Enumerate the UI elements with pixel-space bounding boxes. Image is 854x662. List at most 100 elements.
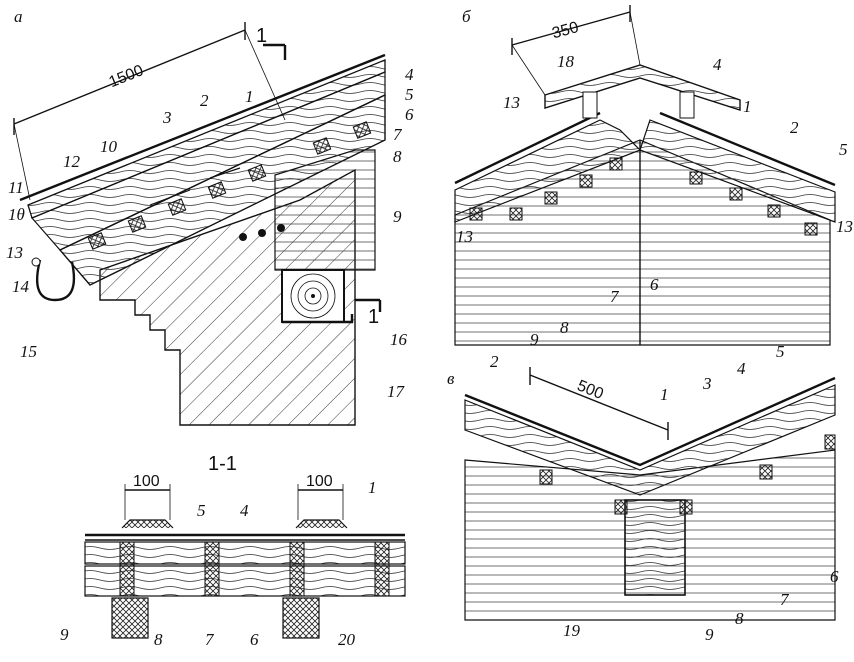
svg-text:5: 5 [776, 342, 785, 361]
section-battens [119, 541, 390, 597]
dimension-100-right: 100 [297, 473, 344, 520]
svg-text:100: 100 [133, 473, 160, 490]
svg-text:9: 9 [705, 625, 714, 644]
rafter-board [84, 565, 406, 597]
svg-text:15: 15 [20, 342, 37, 361]
svg-text:7: 7 [780, 590, 790, 609]
section-cut-bottom: 1 [355, 298, 382, 328]
svg-text:4: 4 [713, 55, 722, 74]
airflow-arrow [149, 189, 191, 206]
svg-text:5: 5 [405, 85, 414, 104]
svg-text:1: 1 [660, 385, 669, 404]
svg-text:1θ: 1θ [8, 205, 25, 224]
fastener-dot [277, 224, 285, 232]
gutter [35, 259, 76, 302]
ridge-post-left [582, 91, 598, 119]
panel-a-callouts: 1 2 3 4 5 6 7 8 9 10 11 1θ 12 13 14 15 1… [6, 65, 414, 401]
vent-cap-right [295, 519, 348, 529]
vent-cap-left [121, 519, 174, 529]
panel-v-letter: в [447, 369, 455, 388]
left-slope-deck [454, 119, 642, 223]
svg-text:8: 8 [154, 630, 163, 649]
svg-text:18: 18 [557, 52, 575, 71]
svg-text:4: 4 [240, 501, 249, 520]
section-1-1: 1-1 100 100 [60, 453, 406, 649]
ridge-cap [544, 64, 741, 111]
svg-text:13: 13 [503, 93, 520, 112]
panel-a-letter: а [14, 7, 23, 26]
gutter-hook [31, 257, 41, 267]
svg-text:8: 8 [735, 609, 744, 628]
svg-text:7: 7 [205, 630, 215, 649]
panel-v: в 500 1 2 3 4 5 6 7 8 9 [447, 342, 839, 644]
svg-text:13: 13 [456, 227, 473, 246]
svg-text:1: 1 [245, 87, 254, 106]
svg-text:8: 8 [560, 318, 569, 337]
battens-row [469, 157, 818, 236]
svg-text:1: 1 [368, 478, 377, 497]
svg-text:2: 2 [490, 352, 499, 371]
beam-right [282, 597, 320, 639]
svg-text:7: 7 [610, 287, 620, 306]
svg-text:100: 100 [306, 473, 333, 490]
svg-text:20: 20 [338, 630, 356, 649]
section-title: 1-1 [208, 453, 237, 475]
deck-boards [84, 541, 406, 565]
beam-left [111, 597, 149, 639]
panel-b-callouts: 1 2 4 5 6 7 8 9 13 13 13 18 [456, 52, 853, 349]
svg-text:3: 3 [702, 374, 712, 393]
roofing-cover [19, 53, 386, 202]
svg-text:5: 5 [197, 501, 206, 520]
fastener-dot [258, 229, 266, 237]
svg-text:4: 4 [737, 359, 746, 378]
valley-roofing [464, 376, 836, 467]
dimension-label: 350 [550, 19, 580, 42]
panel-a: а [6, 7, 414, 426]
svg-text:13: 13 [836, 217, 853, 236]
fastener-dot [239, 233, 247, 241]
svg-text:12: 12 [63, 152, 81, 171]
svg-text:6: 6 [830, 567, 839, 586]
valley-log [624, 499, 686, 596]
svg-text:8: 8 [393, 147, 402, 166]
battens-row [87, 121, 372, 250]
svg-text:11: 11 [8, 178, 24, 197]
dimension-100-left: 100 [124, 473, 171, 520]
panel-b-letter: б [462, 7, 471, 26]
svg-text:1: 1 [368, 306, 379, 328]
panel-b: б [454, 5, 853, 349]
svg-text:9: 9 [530, 330, 539, 349]
dimension-label: 1500 [107, 62, 146, 91]
section-callouts: 1 4 5 6 7 8 9 20 [60, 478, 377, 649]
board-deck [30, 71, 386, 251]
svg-text:19: 19 [563, 621, 581, 640]
svg-text:4: 4 [405, 65, 414, 84]
svg-text:16: 16 [390, 330, 408, 349]
svg-text:6: 6 [650, 275, 659, 294]
svg-text:7: 7 [393, 125, 403, 144]
svg-text:5: 5 [839, 140, 848, 159]
airflow-arrow [209, 167, 241, 179]
panel-v-callouts: 1 2 3 4 5 6 7 8 9 19 [490, 342, 839, 644]
svg-text:1: 1 [743, 97, 752, 116]
battens-row [539, 434, 836, 515]
svg-text:13: 13 [6, 243, 23, 262]
svg-text:14: 14 [12, 277, 30, 296]
ridge-post-right [679, 91, 695, 119]
svg-text:9: 9 [60, 625, 69, 644]
svg-text:2: 2 [200, 91, 209, 110]
svg-text:17: 17 [387, 382, 406, 401]
steel-bracket [282, 314, 354, 324]
svg-text:1: 1 [256, 25, 267, 47]
svg-text:10: 10 [100, 137, 118, 156]
valley-deck [464, 384, 836, 496]
right-slope-deck [639, 119, 836, 223]
svg-text:6: 6 [250, 630, 259, 649]
svg-text:3: 3 [162, 108, 172, 127]
svg-text:2: 2 [790, 118, 799, 137]
section-cut-top: 1 [256, 25, 287, 60]
dimension-label: 500 [575, 377, 606, 403]
dimension-350: 350 [511, 5, 641, 96]
svg-text:9: 9 [393, 207, 402, 226]
